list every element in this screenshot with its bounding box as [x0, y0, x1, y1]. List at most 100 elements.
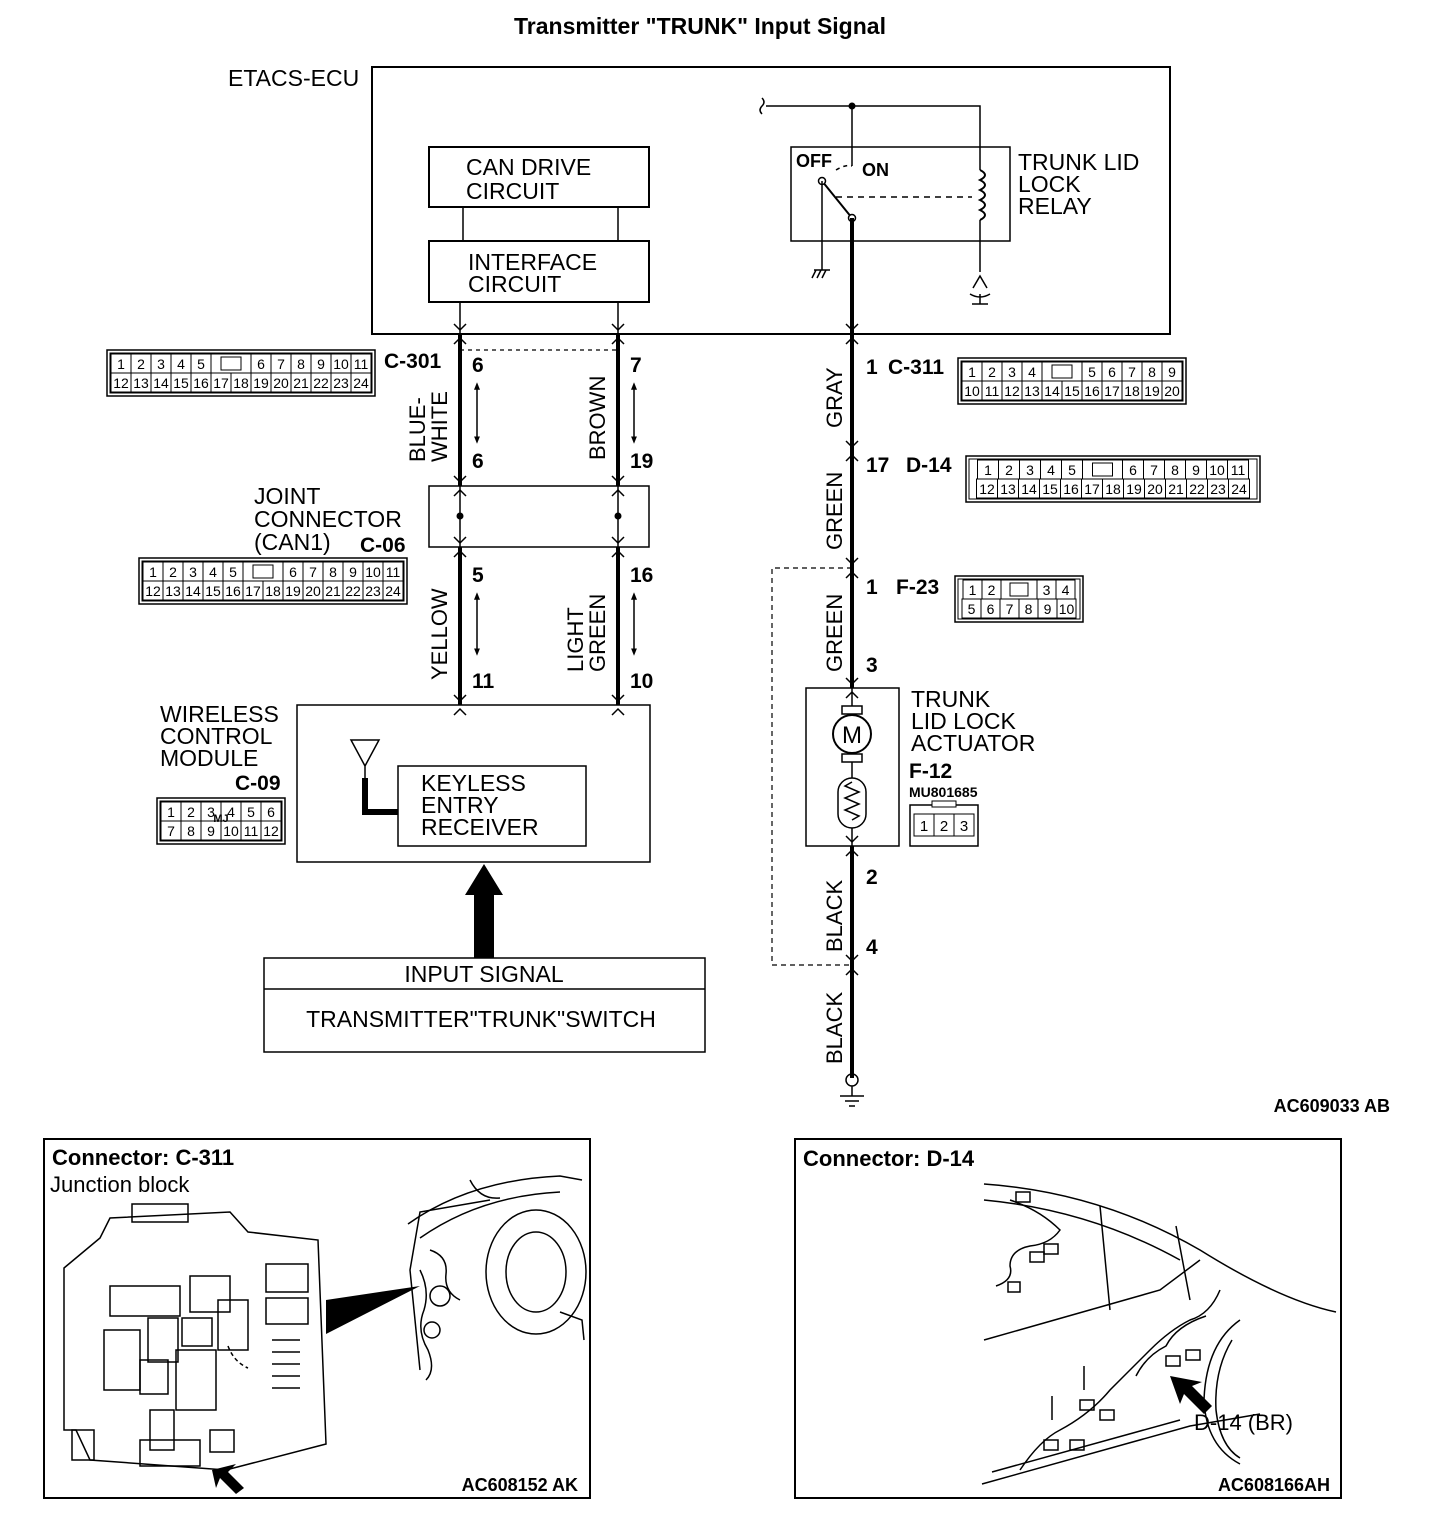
f23-pin-gnd-in: 4 [866, 936, 878, 959]
svg-text:M: M [842, 722, 862, 749]
pin-number: 4 [1047, 462, 1055, 478]
pin-number: 21 [1168, 481, 1184, 497]
terminal-mark [453, 707, 467, 716]
wire-label-green-lower: GREEN [822, 594, 847, 672]
pin-number: 15 [205, 583, 221, 599]
motor-icon [832, 714, 872, 754]
d14-id: D-14 [906, 454, 952, 477]
relay-name-line3: RELAY [1018, 193, 1092, 219]
c301-pin-b: 7 [630, 354, 642, 377]
receiver-line2: ENTRY [421, 792, 499, 818]
pin-number: 11 [244, 823, 259, 839]
pin-number: 1 [984, 462, 992, 478]
panel-d14 [794, 1138, 1342, 1499]
terminal-mark [453, 336, 467, 345]
f23-id: F-23 [896, 576, 939, 599]
terminal-mark [453, 323, 467, 332]
pin-number: 1 [149, 564, 157, 580]
pin-number: 10 [964, 383, 980, 399]
terminal-mark [611, 536, 625, 545]
c311-callout-arrow [212, 1464, 244, 1494]
d14-pin: 17 [866, 454, 889, 477]
pin-number: 8 [1171, 462, 1179, 478]
pin-number: 3 [1008, 364, 1016, 380]
pin-number: 20 [1164, 383, 1180, 399]
pin-number: 7 [277, 356, 285, 372]
relay-name-line1: TRUNK LID [1018, 149, 1139, 175]
pin-number: 2 [169, 564, 177, 580]
panel-d14-code: AC608166AH [1218, 1475, 1330, 1495]
pin-number: 9 [1168, 364, 1176, 380]
pin-number: 12 [979, 481, 995, 497]
pin-number: 15 [1042, 481, 1058, 497]
wire-label-black-upper: BLACK [822, 880, 847, 952]
d14-callout-label: D-14 (BR) [1194, 1410, 1293, 1435]
pin-number: 17 [245, 583, 261, 599]
pin-number: 4 [1062, 582, 1070, 598]
pin-number: 24 [385, 583, 401, 599]
pin-number: 9 [349, 564, 357, 580]
interface-line2: CIRCUIT [468, 271, 561, 297]
view-beam [326, 1286, 420, 1334]
terminal-mark [845, 967, 859, 976]
diagram-code: AC609033 AB [1274, 1096, 1390, 1116]
relay-on-label: ON [862, 160, 889, 180]
pin-number: 16 [225, 583, 241, 599]
pin-number: 8 [187, 823, 195, 839]
pin-number: 5 [1068, 462, 1076, 478]
wire-label-green-upper: GREEN [822, 472, 847, 550]
pin-number: 6 [289, 564, 297, 580]
pin-number: 2 [940, 818, 948, 835]
f12-pin-out: 2 [866, 866, 878, 889]
input-signal-title: INPUT SIGNAL [404, 961, 564, 987]
f12-id: F-12 [909, 760, 952, 783]
pin-number: 14 [185, 583, 201, 599]
can-drive-line1: CAN DRIVE [466, 154, 591, 180]
pin-number: 13 [165, 583, 181, 599]
terminal-mark [611, 549, 625, 558]
c09-pin-a: 11 [472, 670, 495, 693]
relay-ground-icon [811, 269, 830, 279]
pin-number: 11 [1231, 462, 1246, 478]
pin-number: 2 [1005, 462, 1013, 478]
pin-number: 19 [285, 583, 301, 599]
pin-number: 5 [1088, 364, 1096, 380]
input-signal-box [263, 957, 706, 1053]
c311-pin: 1 [866, 356, 878, 379]
wcm-label-line3: MODULE [160, 745, 258, 771]
ground-icon [840, 1073, 864, 1107]
terminal-mark [611, 694, 625, 703]
pin-number: 9 [1044, 601, 1052, 617]
pin-number: 7 [309, 564, 317, 580]
etacs-ecu-box [371, 66, 1171, 335]
pin-number: 7 [167, 823, 175, 839]
terminal-mark [611, 475, 625, 484]
terminal-mark [611, 323, 625, 332]
panel-c311 [43, 1138, 591, 1499]
transmitter-trunk-switch-label: TRANSMITTER"TRUNK"SWITCH [306, 1006, 656, 1032]
wire-label-black-lower: BLACK [822, 992, 847, 1064]
wireless-control-module-box [296, 704, 651, 863]
terminal-mark [611, 707, 625, 716]
pin-number: 1 [969, 582, 977, 598]
wire-label-blue: BLUE- [405, 397, 430, 462]
relay-off-label: OFF [796, 151, 832, 171]
pin-number: 17 [1084, 481, 1100, 497]
c311-id: C-311 [888, 356, 944, 379]
c301-pin-a: 6 [472, 354, 484, 377]
pin-number: 1 [167, 804, 175, 820]
pin-number: 10 [1059, 601, 1075, 617]
pin-number: 12 [113, 375, 129, 391]
relay-coil-icon [977, 169, 986, 221]
pin-number: 18 [265, 583, 281, 599]
terminal-mark [845, 570, 859, 579]
interface-circuit-box [428, 240, 650, 303]
antenna-icon [349, 739, 381, 780]
actuator-label-line1: TRUNK [911, 686, 991, 712]
pin-number: 6 [257, 356, 265, 372]
pin-number: 21 [293, 375, 309, 391]
pin-number: 22 [1189, 481, 1205, 497]
pin-number: 21 [325, 583, 341, 599]
